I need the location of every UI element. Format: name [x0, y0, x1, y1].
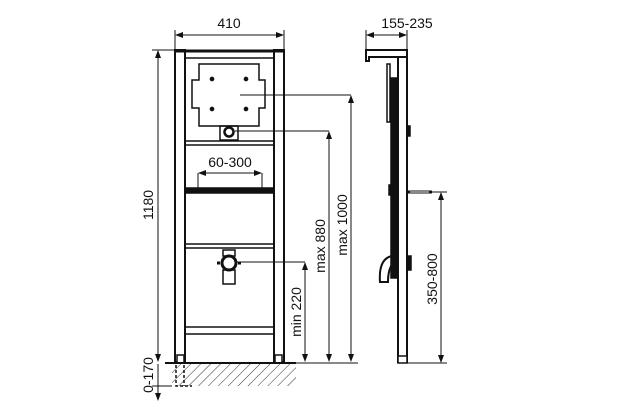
- height-label: 1180: [140, 190, 156, 220]
- water-inlet: [223, 126, 235, 138]
- drain-rail: [184, 187, 275, 194]
- frame-right-post: [273, 49, 285, 363]
- min220-label: min 220: [288, 287, 304, 337]
- side-post: [397, 49, 408, 363]
- max880-label: max 880: [312, 219, 328, 273]
- drain-spacing-label: 60-300: [208, 154, 252, 170]
- max1000-label: max 1000: [334, 194, 350, 256]
- side-view: [365, 49, 432, 364]
- width-label: 410: [217, 15, 241, 31]
- floor-hatch: [172, 364, 296, 386]
- drain-fitting: [217, 249, 241, 285]
- foot-adjust-label: 0-170: [140, 357, 156, 393]
- mount-height-label: 350-800: [424, 253, 440, 305]
- front-view: [165, 49, 296, 387]
- mounting-plate: [191, 63, 266, 127]
- frame-left-post: [174, 49, 186, 363]
- siphon: [378, 255, 395, 283]
- depth-label: 155-235: [381, 15, 433, 31]
